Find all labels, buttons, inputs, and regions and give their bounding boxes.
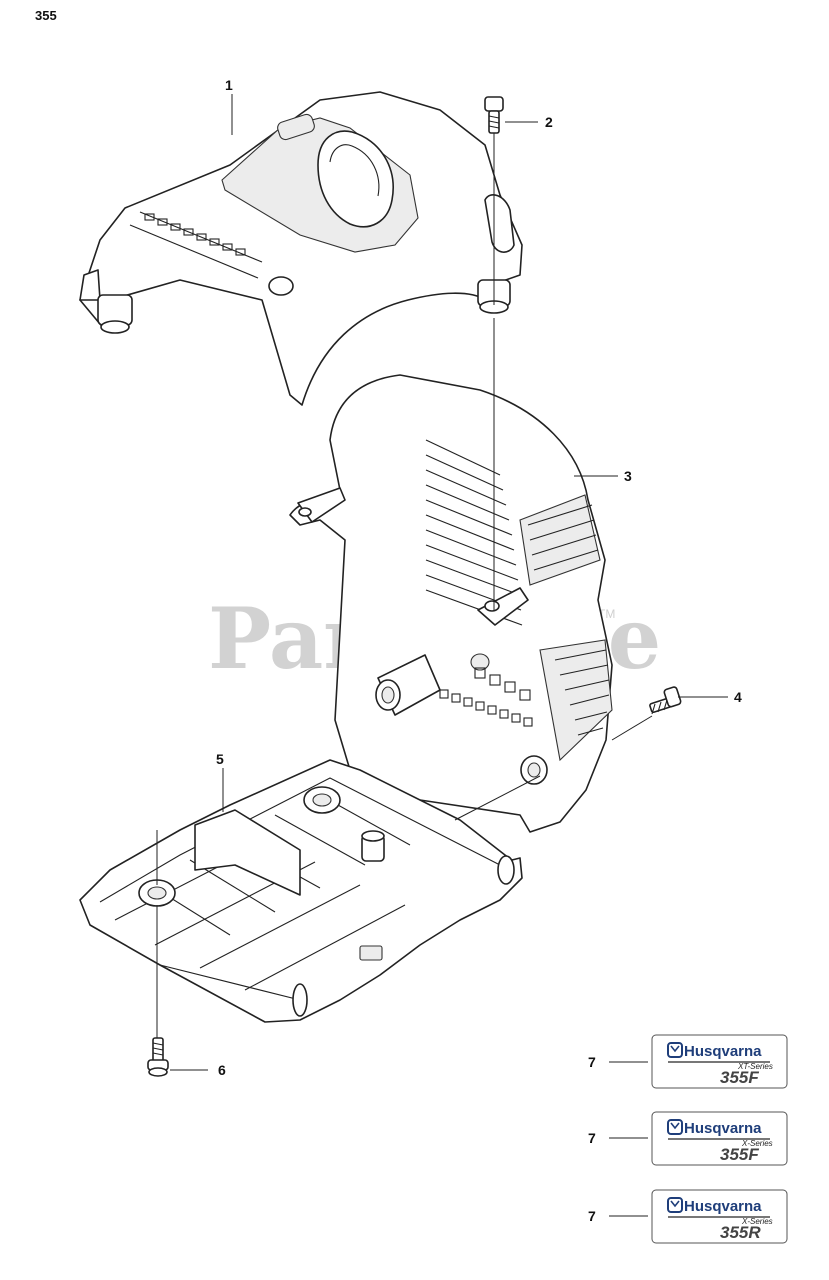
callout-7a: 7 (588, 1054, 596, 1070)
assembly-lines (156, 133, 653, 1038)
decal-brand: Husqvarna (684, 1043, 762, 1060)
decal-brand: Husqvarna (684, 1198, 762, 1215)
part-3-engine-housing[interactable] (289, 374, 613, 833)
decal-7b[interactable]: Husqvarna X-Series 355F (651, 1111, 788, 1166)
decal-7c[interactable]: Husqvarna X-Series 355R (651, 1189, 788, 1244)
husqvarna-crown-logo-icon (667, 1042, 683, 1058)
callout-3: 3 (624, 468, 632, 484)
callout-7b: 7 (588, 1130, 596, 1146)
husqvarna-crown-logo-icon (667, 1197, 683, 1213)
decal-model: 355F (720, 1068, 759, 1087)
decal-model: 355F (720, 1145, 759, 1164)
leader-lines (170, 94, 728, 1217)
callout-6: 6 (218, 1062, 226, 1078)
decal-brand: Husqvarna (684, 1120, 762, 1137)
decal-7a[interactable]: Husqvarna XT-Series 355F (651, 1034, 788, 1089)
callout-2: 2 (545, 114, 553, 130)
callout-7c: 7 (588, 1208, 596, 1224)
part-2-screw[interactable] (484, 96, 504, 134)
part-5-bottom-plate[interactable] (79, 759, 523, 1023)
part-1-top-cover[interactable] (79, 91, 523, 406)
decal-series: XT-Series (737, 1062, 773, 1071)
husqvarna-crown-logo-icon (667, 1119, 683, 1135)
callout-4: 4 (734, 689, 742, 705)
page-number: 355 (35, 8, 57, 23)
decal-series: X-Series (741, 1139, 773, 1148)
part-4-screw[interactable] (649, 686, 682, 715)
callout-1: 1 (225, 77, 233, 93)
part-6-screw[interactable] (147, 1037, 169, 1077)
decal-model: 355R (720, 1223, 761, 1242)
decal-series: X-Series (741, 1217, 773, 1226)
callout-5: 5 (216, 751, 224, 767)
